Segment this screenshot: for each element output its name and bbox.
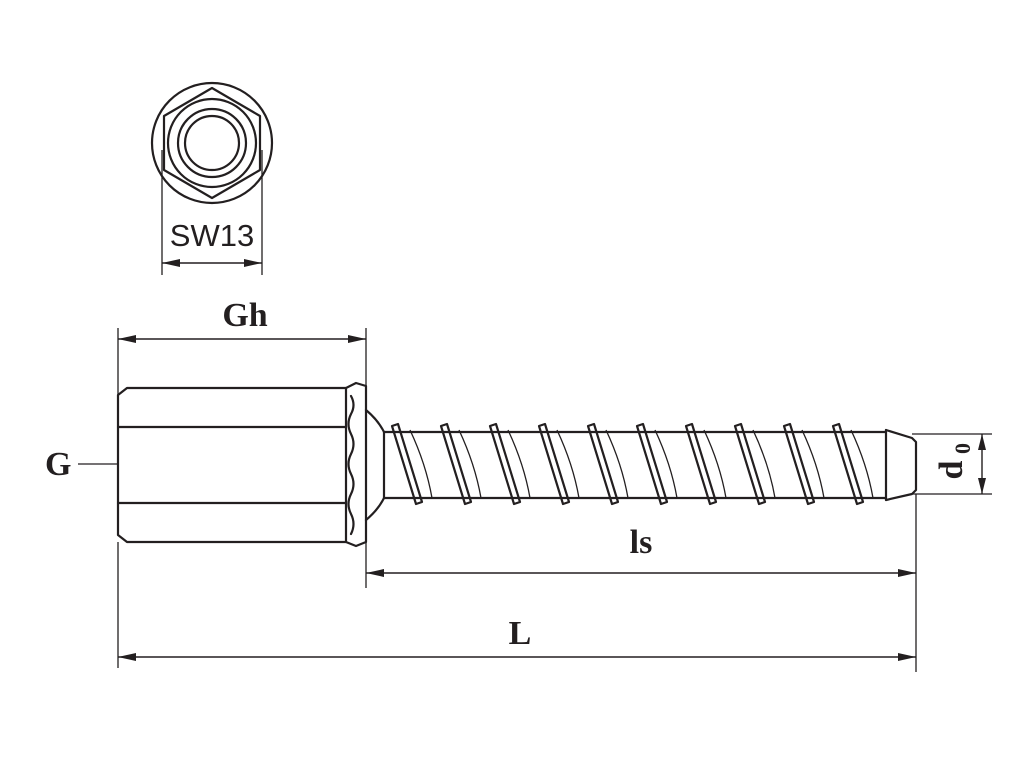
thread-shadow bbox=[605, 429, 629, 499]
thread-shadow bbox=[458, 429, 482, 499]
thread-flight bbox=[733, 422, 767, 506]
thread-shadow bbox=[850, 429, 874, 499]
thread-flight bbox=[488, 422, 522, 506]
total-length-label: L bbox=[509, 615, 532, 652]
drill-diameter-label: d bbox=[933, 460, 970, 479]
thread-flight bbox=[782, 422, 816, 506]
thread-shadow bbox=[507, 429, 531, 499]
thread-shadow bbox=[409, 429, 433, 499]
thread-flight bbox=[586, 422, 620, 506]
drill-diameter-subscript: 0 bbox=[950, 443, 975, 454]
thread-shadow bbox=[556, 429, 580, 499]
thread-shadow bbox=[801, 429, 825, 499]
side-view: G Gh d 0 ls L bbox=[45, 297, 992, 672]
hex-length-label: Gh bbox=[222, 297, 267, 334]
thread-flight bbox=[390, 422, 424, 506]
thread-label: G bbox=[45, 446, 71, 483]
wrench-size-label: SW13 bbox=[170, 218, 254, 253]
thread-shadow bbox=[703, 429, 727, 499]
screw-thread bbox=[390, 422, 874, 506]
thread-flight bbox=[439, 422, 473, 506]
thread-flight bbox=[684, 422, 718, 506]
thread-shadow bbox=[654, 429, 678, 499]
thread-flight bbox=[831, 422, 865, 506]
thread-shadow bbox=[752, 429, 776, 499]
screw-length-label: ls bbox=[630, 524, 653, 561]
thread-flight bbox=[537, 422, 571, 506]
end-view: SW13 bbox=[150, 81, 274, 275]
thread-flight bbox=[635, 422, 669, 506]
